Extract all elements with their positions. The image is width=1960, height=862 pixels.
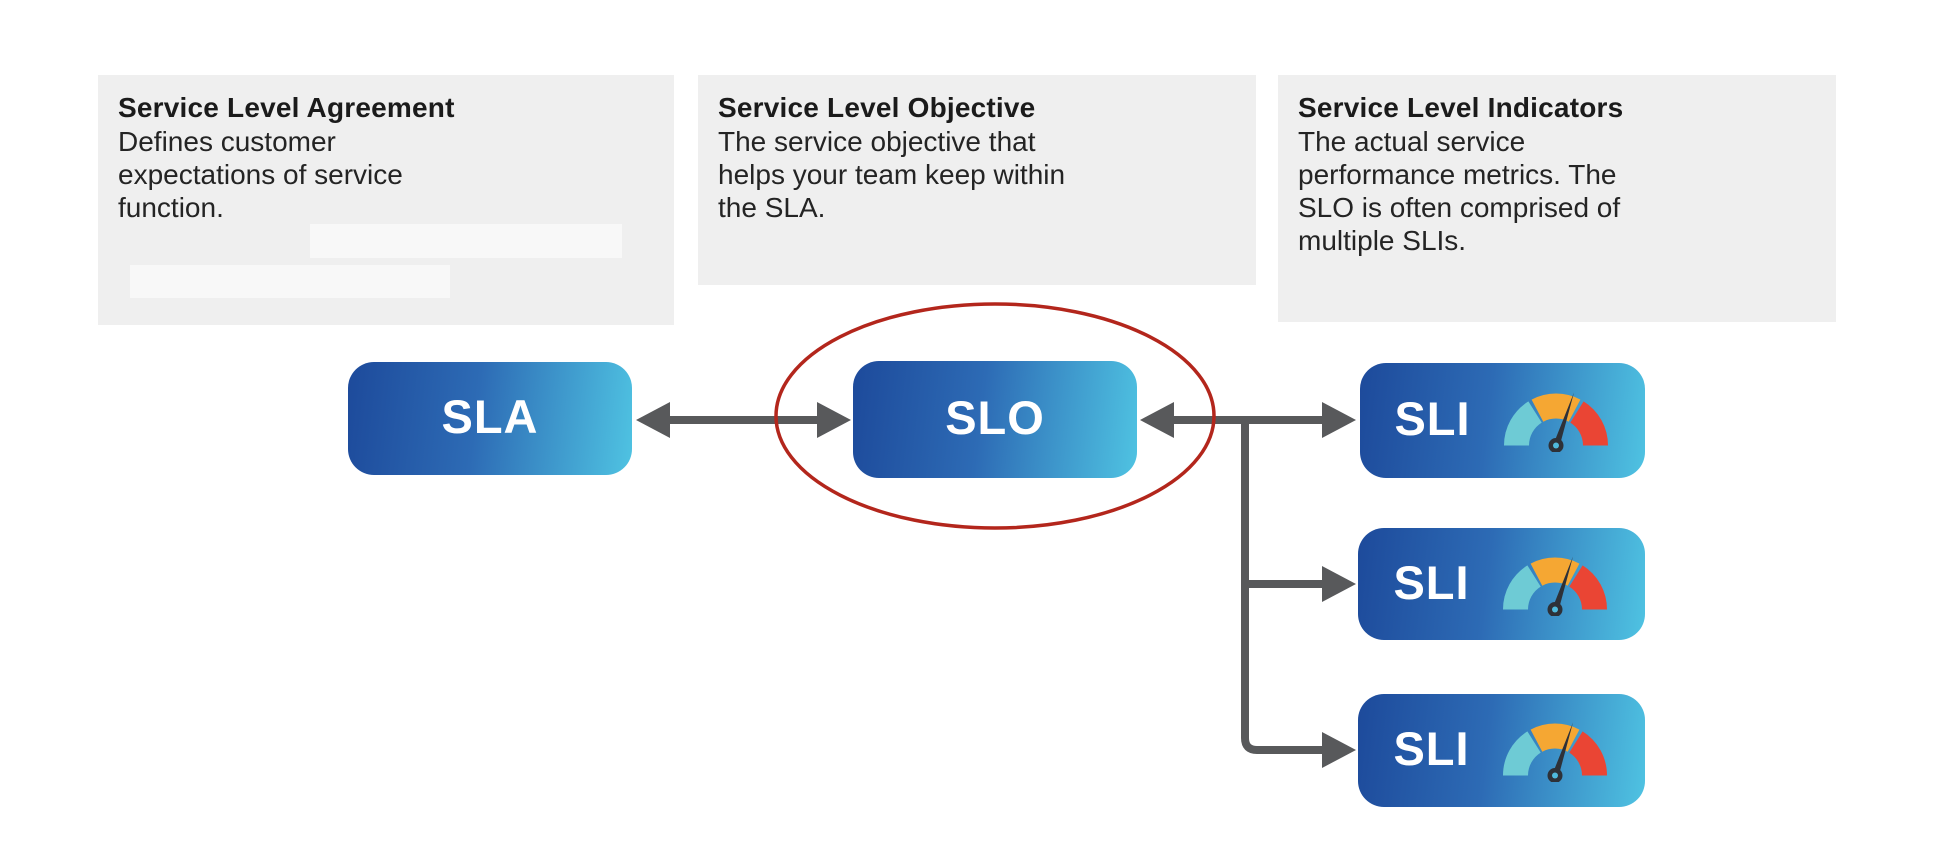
description-box-slo: Service Level Objective The service obje… — [698, 75, 1256, 285]
node-sli-1: SLI — [1360, 363, 1645, 478]
branch-trunk-line — [1241, 416, 1326, 754]
gauge-icon — [1502, 722, 1607, 782]
arrowhead-to-sla — [636, 402, 670, 438]
node-sli-3: SLI — [1358, 694, 1645, 807]
description-body-slo: The service objective that helps your te… — [718, 126, 1066, 223]
description-body-sla: Defines customer expectations of service… — [118, 126, 403, 223]
arrowhead-to-slo-right — [1140, 402, 1174, 438]
description-title-slo: Service Level Objective — [718, 92, 1036, 123]
gauge-icon — [1502, 556, 1607, 616]
description-title-sla: Service Level Agreement — [118, 92, 455, 123]
redacted-text-block — [130, 265, 450, 298]
gauge-needle — [1551, 556, 1573, 610]
node-slo: SLO — [853, 361, 1137, 478]
node-label-sli-3: SLI — [1393, 722, 1470, 775]
arrowhead-to-sli3 — [1322, 732, 1356, 768]
description-body-sli: The actual service performance metrics. … — [1298, 126, 1621, 256]
node-label-sla: SLA — [441, 390, 539, 443]
node-label-slo: SLO — [945, 391, 1045, 444]
arrowhead-to-slo-left — [817, 402, 851, 438]
arrowhead-to-sli2 — [1322, 566, 1356, 602]
description-title-sli: Service Level Indicators — [1298, 92, 1624, 123]
gauge-needle — [1552, 392, 1574, 447]
node-sla: SLA — [348, 362, 632, 475]
node-label-sli-1: SLI — [1394, 392, 1471, 445]
gauge-needle — [1551, 722, 1573, 777]
arrowhead-to-sli1 — [1322, 402, 1356, 438]
node-label-sli-2: SLI — [1393, 555, 1470, 609]
redacted-text-block — [310, 224, 622, 258]
description-box-sli: Service Level Indicators The actual serv… — [1278, 75, 1836, 322]
gauge-icon — [1503, 392, 1608, 452]
node-sli-2: SLI — [1358, 528, 1645, 640]
description-box-sla: Service Level Agreement Defines customer… — [98, 75, 674, 325]
